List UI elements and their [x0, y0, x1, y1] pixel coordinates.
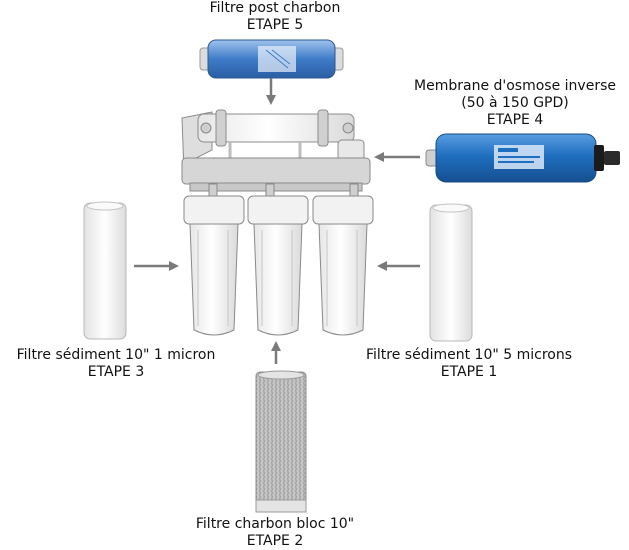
- post-carbon-filter: [199, 39, 344, 79]
- stage1-label: Filtre sédiment 10" 5 microns ETAPE 1: [346, 347, 592, 381]
- stage2-name: Filtre charbon bloc 10": [195, 516, 355, 532]
- sump-middle: [247, 195, 309, 336]
- filter-housing-system: [181, 109, 374, 336]
- stage1-name: Filtre sédiment 10" 5 microns: [365, 347, 573, 363]
- stage4-name-line1: Membrane d'osmose inverse: [414, 78, 616, 94]
- stage4-name-line2: (50 à 150 GPD): [461, 95, 569, 111]
- stage3-step: ETAPE 3: [87, 364, 145, 380]
- stage3-label: Filtre sédiment 10" 1 micron ETAPE 3: [0, 347, 232, 381]
- ro-membrane: [425, 133, 620, 183]
- stage2-step: ETAPE 2: [246, 533, 304, 549]
- stage5-step: ETAPE 5: [246, 17, 304, 33]
- stage4-label: Membrane d'osmose inverse (50 à 150 GPD)…: [395, 78, 629, 129]
- stage2-label: Filtre charbon bloc 10" ETAPE 2: [180, 516, 370, 550]
- sediment-filter-5-microns: [429, 203, 473, 342]
- stage5-label: Filtre post charbon ETAPE 5: [180, 0, 370, 34]
- sediment-filter-1-micron: [83, 201, 127, 340]
- carbon-block-filter: [255, 370, 307, 513]
- stage3-name: Filtre sédiment 10" 1 micron: [16, 347, 216, 363]
- sump-left: [183, 195, 245, 336]
- sump-right: [312, 195, 374, 336]
- stage5-name: Filtre post charbon: [209, 0, 341, 16]
- stage1-step: ETAPE 1: [440, 364, 498, 380]
- stage4-step: ETAPE 4: [486, 112, 544, 128]
